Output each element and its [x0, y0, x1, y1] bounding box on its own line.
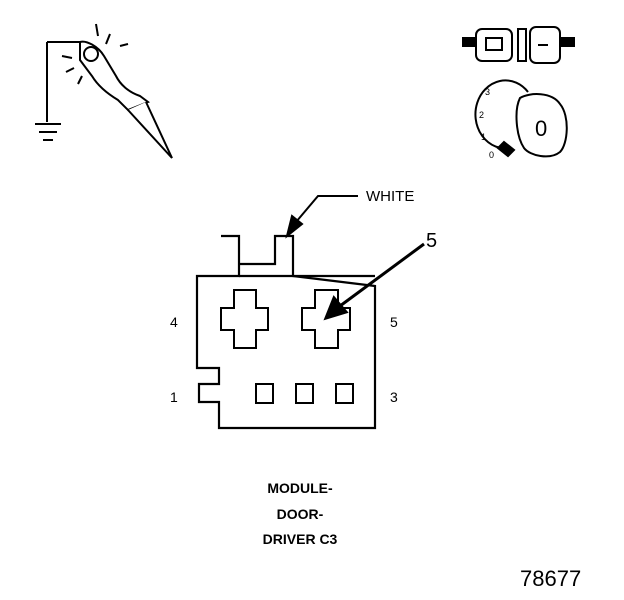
ignition-key-icon [474, 79, 568, 158]
terminal-cavity-1 [255, 383, 274, 404]
pin-label-5: 5 [390, 314, 398, 330]
callout-5-arrow [323, 242, 425, 321]
wire-color-label: WHITE [366, 188, 415, 205]
caption-line-3: DRIVER C3 [262, 531, 338, 547]
terminal-cavity-2 [295, 383, 314, 404]
pin-label-1: 1 [170, 389, 178, 405]
connector-face [195, 234, 377, 430]
test-light-probe-icon [35, 23, 173, 159]
key-position-3: 3 [485, 87, 491, 97]
callout-number: 5 [426, 230, 438, 252]
pin-label-4: 4 [170, 314, 178, 330]
caption-line-1: MODULE- [267, 480, 333, 496]
figure-number: 78677 [520, 566, 582, 591]
key-position-2: 2 [479, 110, 485, 120]
caption-line-2: DOOR- [276, 506, 324, 522]
key-position-1: 1 [481, 132, 487, 142]
connector-icon [462, 26, 575, 64]
terminal-cavity-3 [335, 383, 354, 404]
key-label: 0 [535, 116, 548, 141]
terminal-cavity-4 [220, 289, 269, 349]
pin-label-3: 3 [390, 389, 398, 405]
white-leader-arrow [285, 195, 358, 239]
key-position-0: 0 [489, 150, 495, 160]
